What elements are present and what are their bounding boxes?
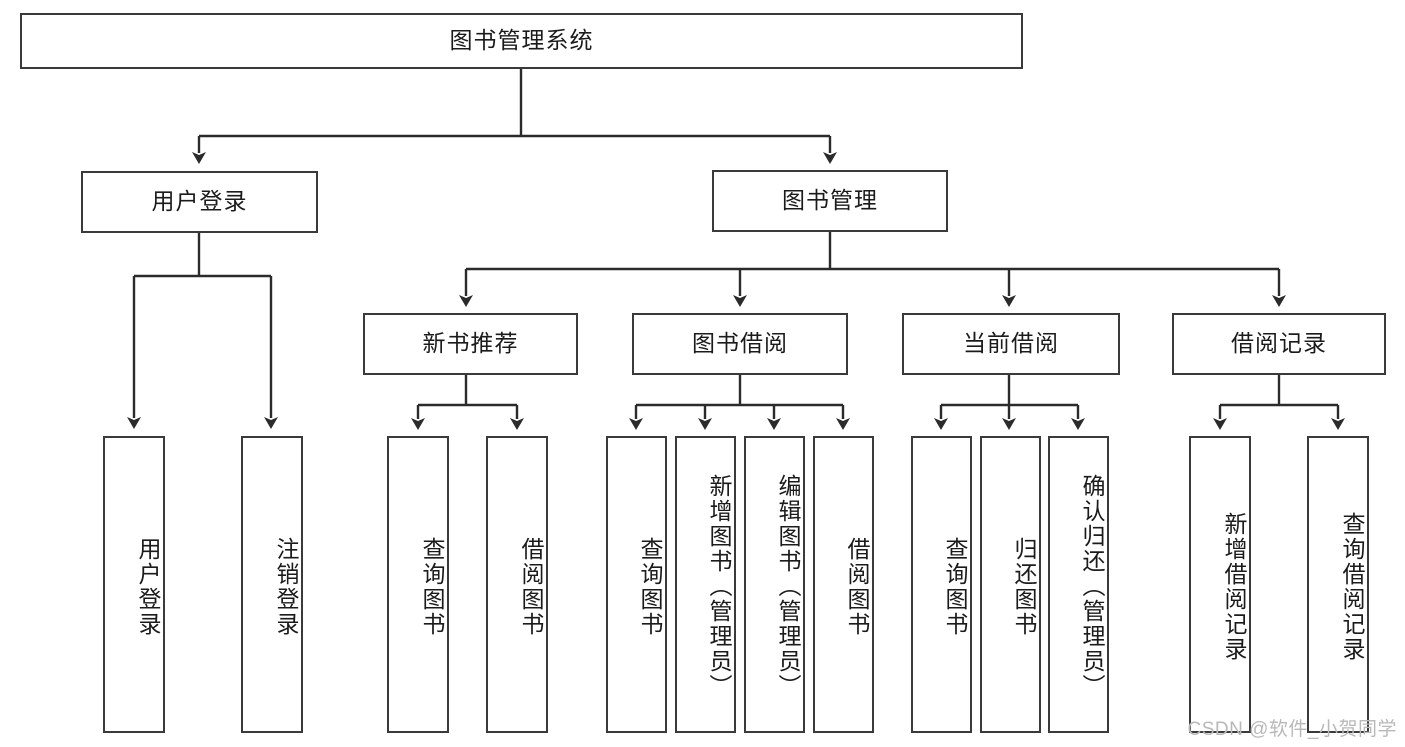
node-book-borrow[interactable]: 图书借阅	[632, 313, 848, 375]
leaf-user-login-signin[interactable]: 用户登录	[103, 436, 165, 733]
leaf-current-borrow-confirm-return[interactable]: 确认归还（管理员）	[1048, 436, 1109, 733]
node-label: 图书管理	[782, 187, 878, 214]
node-label: 注销登录	[273, 536, 299, 637]
leaf-borrow-record-add[interactable]: 新增借阅记录	[1189, 436, 1251, 733]
node-label: 图书管理系统	[449, 27, 594, 54]
node-label: 图书借阅	[692, 330, 788, 357]
leaf-book-borrow-add[interactable]: 新增图书（管理员）	[675, 436, 736, 733]
node-root-system[interactable]: 图书管理系统	[20, 13, 1023, 69]
leaf-book-borrow-query[interactable]: 查询图书	[606, 436, 667, 733]
node-label: 查询图书	[419, 536, 445, 637]
node-label: 查询借阅记录	[1339, 511, 1365, 662]
node-label: 查询图书	[637, 536, 663, 637]
node-label: 用户登录	[135, 536, 161, 637]
leaf-book-borrow-edit[interactable]: 编辑图书（管理员）	[744, 436, 805, 733]
leaf-new-book-query[interactable]: 查询图书	[387, 436, 449, 733]
node-borrow-record[interactable]: 借阅记录	[1172, 313, 1386, 375]
node-label: 编辑图书（管理员）	[775, 474, 801, 699]
watermark-text: CSDN @软件_小贺同学	[1187, 719, 1397, 740]
leaf-current-borrow-query[interactable]: 查询图书	[911, 436, 972, 733]
node-book-management[interactable]: 图书管理	[712, 170, 948, 232]
leaf-book-borrow-borrow[interactable]: 借阅图书	[813, 436, 874, 733]
node-label: 新增图书（管理员）	[706, 474, 732, 699]
node-new-book-recommend[interactable]: 新书推荐	[363, 313, 578, 375]
node-label: 新增借阅记录	[1221, 511, 1247, 662]
node-label: 归还图书	[1011, 536, 1037, 637]
node-user-login[interactable]: 用户登录	[81, 171, 318, 233]
node-label: 借阅记录	[1231, 330, 1327, 357]
leaf-current-borrow-return[interactable]: 归还图书	[980, 436, 1041, 733]
leaf-borrow-record-query[interactable]: 查询借阅记录	[1307, 436, 1369, 733]
leaf-user-login-signout[interactable]: 注销登录	[241, 436, 303, 733]
leaf-new-book-borrow[interactable]: 借阅图书	[486, 436, 548, 733]
node-label: 借阅图书	[844, 536, 870, 637]
node-label: 确认归还（管理员）	[1079, 474, 1105, 699]
node-label: 用户登录	[151, 188, 248, 215]
node-current-borrow[interactable]: 当前借阅	[902, 313, 1120, 375]
node-label: 当前借阅	[963, 330, 1059, 357]
node-label: 新书推荐	[422, 330, 519, 357]
node-label: 查询图书	[942, 536, 968, 637]
node-label: 借阅图书	[518, 536, 544, 637]
